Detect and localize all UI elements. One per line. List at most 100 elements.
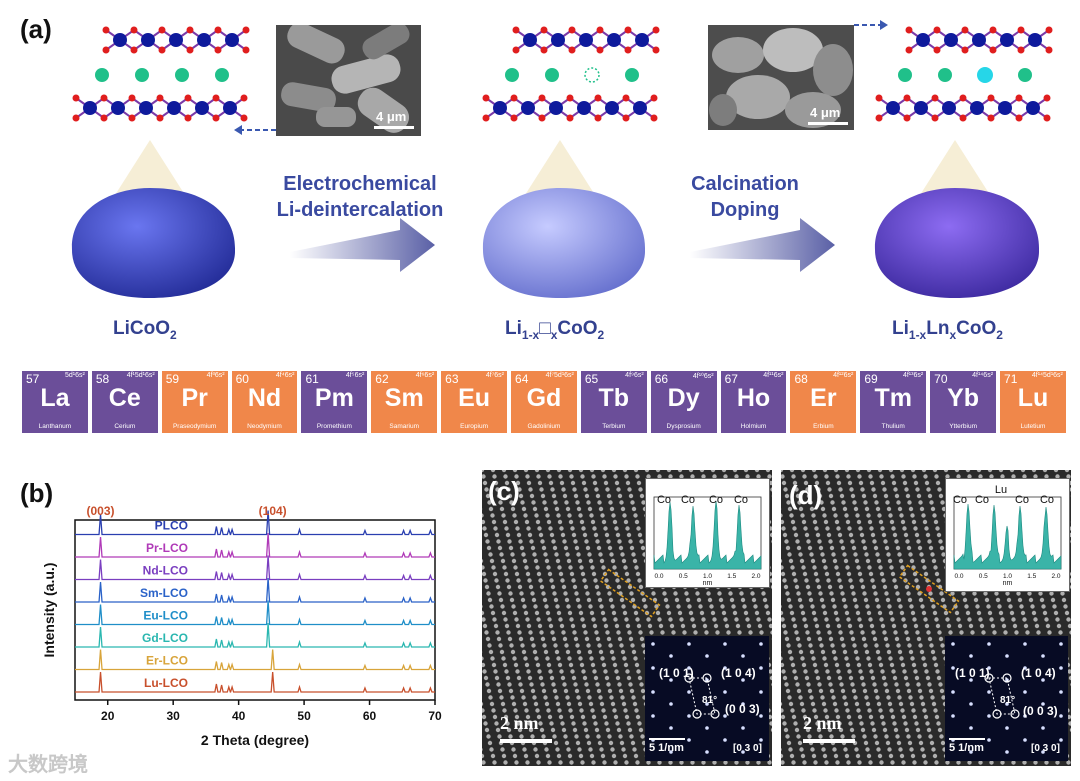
cobalt-atom — [223, 101, 237, 115]
lattice-dot — [482, 513, 484, 518]
lithium-atom — [1018, 68, 1032, 82]
lattice-dot — [927, 493, 933, 499]
lattice-dot — [926, 727, 932, 733]
element-sym: Yb — [947, 384, 980, 412]
lattice-dot — [792, 526, 797, 531]
lattice-dot — [945, 474, 950, 479]
oxygen-atom — [650, 94, 658, 102]
lattice-dot — [586, 740, 592, 746]
lattice-dot — [523, 470, 529, 473]
lattice-dot — [782, 532, 788, 538]
lattice-dot — [864, 695, 869, 700]
lattice-dot — [813, 571, 819, 577]
lattice-dot — [794, 487, 799, 492]
lattice-dot — [994, 591, 999, 596]
profile-atom-label: Lu — [995, 484, 1007, 496]
lattice-dot — [495, 630, 500, 635]
lattice-dot — [815, 675, 821, 681]
lattice-dot — [811, 753, 817, 759]
lattice-dot — [505, 532, 511, 538]
oxygen-atom — [905, 46, 913, 54]
lattice-dot — [612, 519, 618, 525]
indexed-spot — [984, 673, 994, 683]
lattice-dot — [867, 708, 872, 713]
lattice-dot — [910, 610, 916, 616]
oxygen-atom — [184, 114, 192, 122]
lattice-dot — [617, 539, 622, 544]
lattice-dot — [616, 584, 622, 590]
lattice-dot — [710, 470, 716, 473]
cobalt-atom — [141, 33, 155, 47]
lattice-dot — [793, 721, 798, 726]
lattice-dot — [484, 584, 490, 590]
lattice-dot — [800, 610, 806, 616]
lattice-dot — [781, 656, 783, 661]
formula-delithiated: Li1-x□xCoO2 — [505, 318, 604, 342]
indexed-spot — [710, 709, 720, 719]
lattice-dot — [562, 493, 568, 499]
lattice-dot — [770, 630, 772, 635]
lattice-dot — [879, 760, 884, 765]
oxygen-atom — [212, 94, 220, 102]
lattice-dot — [851, 591, 856, 596]
lattice-dot — [890, 714, 896, 720]
profile-atom-label: Co — [709, 494, 723, 506]
element-cfg: 4f¹5d¹6s² — [126, 372, 155, 379]
lattice-dot — [690, 760, 695, 765]
lattice-dot — [813, 617, 818, 622]
lattice-dot — [909, 558, 915, 564]
lattice-dot — [800, 753, 806, 759]
lattice-dot — [953, 604, 958, 609]
lattice-dot — [555, 558, 561, 564]
lattice-dot — [740, 597, 746, 603]
lattice-dot — [771, 539, 772, 544]
element-name: Lutetium — [1020, 423, 1046, 430]
lattice-dot — [601, 708, 606, 713]
lattice-dot — [853, 552, 858, 557]
lattice-dot — [889, 662, 895, 668]
lattice-dot — [833, 470, 839, 473]
oxygen-atom — [538, 114, 546, 122]
lattice-dot — [822, 610, 828, 616]
lattice-dot — [545, 610, 551, 616]
oxygen-atom — [594, 94, 602, 102]
oxygen-atom — [568, 46, 576, 54]
indexed-spot — [1002, 673, 1012, 683]
lattice-dot — [798, 695, 803, 700]
lattice-dot — [856, 519, 862, 525]
lattice-dot — [859, 721, 864, 726]
cobalt-atom — [577, 101, 591, 115]
lattice-dot — [901, 760, 906, 765]
oxygen-atom — [128, 114, 136, 122]
lattice-dot — [502, 662, 508, 668]
lattice-dot — [932, 610, 938, 616]
lattice-dot — [853, 695, 858, 700]
lattice-dot — [1064, 470, 1070, 473]
lattice-dot — [933, 708, 938, 713]
lattice-dot — [992, 630, 997, 635]
lattice-dot — [831, 695, 836, 700]
lattice-dot — [651, 591, 656, 596]
lattice-dot — [875, 649, 881, 655]
lattice-dot — [922, 708, 927, 713]
cobalt-atom — [633, 101, 647, 115]
profile-tick-label: 2.0 — [1051, 573, 1060, 580]
diffraction-spot — [669, 678, 673, 682]
lattice-dot — [646, 760, 651, 765]
lattice-dot — [608, 597, 614, 603]
lattice-dot — [867, 519, 873, 525]
lattice-dot — [550, 727, 556, 733]
element-num: 67 — [724, 372, 738, 386]
lattice-dot — [788, 604, 793, 609]
lattice-dot — [831, 552, 836, 557]
cobalt-atom — [972, 33, 986, 47]
lattice-dot — [1039, 597, 1045, 603]
lattice-dot — [789, 656, 794, 661]
lattice-dot — [647, 623, 653, 629]
lattice-dot — [951, 597, 957, 603]
lattice-dot — [512, 656, 517, 661]
